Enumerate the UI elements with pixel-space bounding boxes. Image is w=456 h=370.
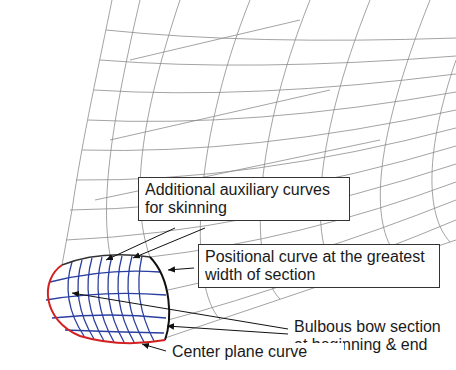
callout-box: Positional curve at the greatest width o… — [198, 244, 440, 288]
center-plane-curve — [48, 265, 165, 343]
hull-wireframe — [62, 0, 456, 338]
callout-label: Center plane curve — [170, 343, 344, 361]
callout-text: Positional curve at the greatest width o… — [205, 248, 433, 284]
callout-box: Additional auxiliary curves for skinning — [138, 177, 350, 221]
positional-curve — [150, 257, 169, 340]
callout-text: Additional auxiliary curves for skinning — [145, 181, 343, 217]
